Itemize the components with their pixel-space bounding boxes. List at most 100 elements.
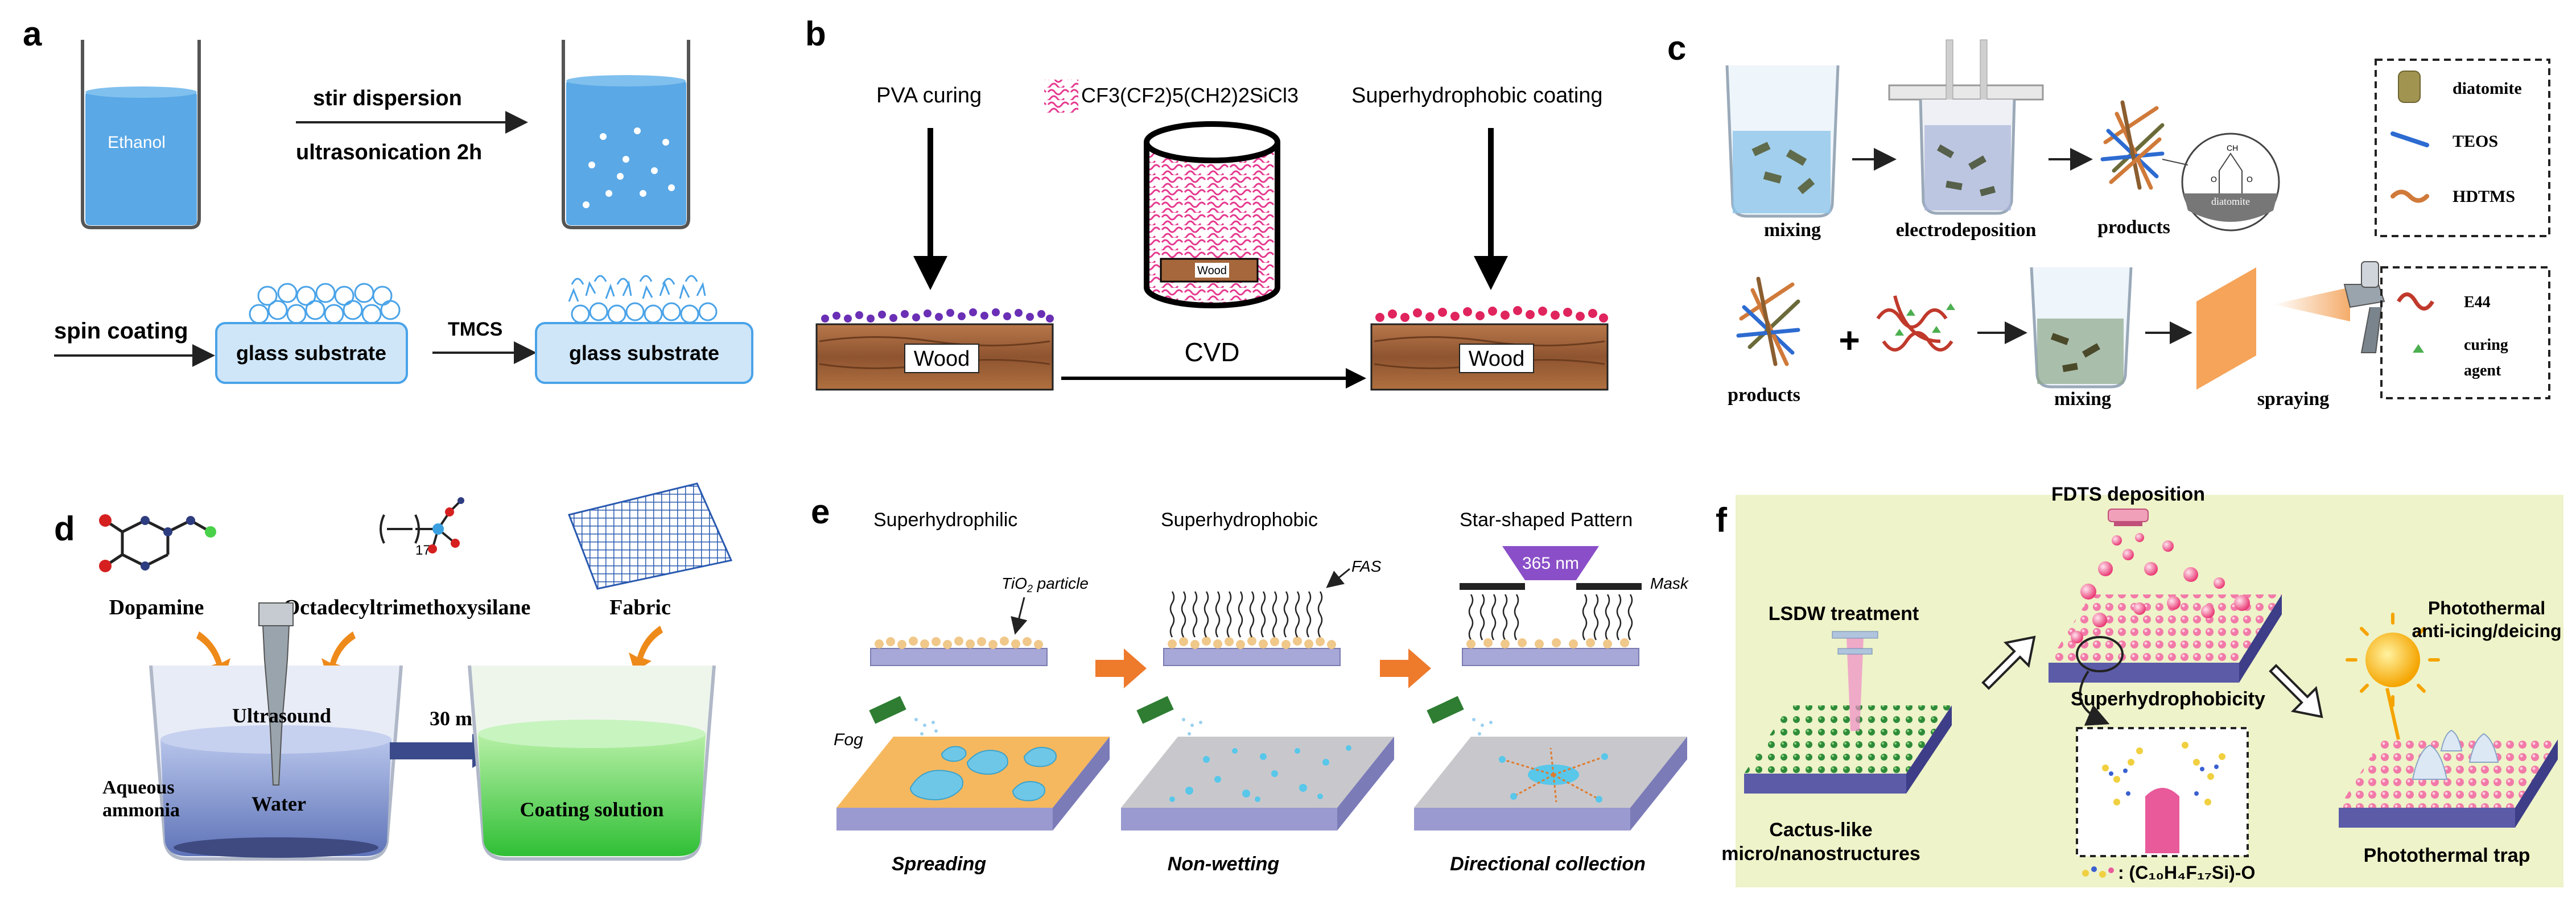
products-cluster-1 — [2100, 100, 2165, 190]
superhydrophobic-coating-label: Superhydrophobic coating — [1351, 84, 1603, 108]
non-wetting-label: Non-wetting — [1168, 853, 1280, 875]
plus-sign: + — [1839, 320, 1860, 361]
molecule-inset — [2076, 727, 2249, 857]
fdts-substrate — [2049, 533, 2282, 726]
svg-text:O: O — [2247, 175, 2253, 184]
coating-solution-label: Coating solution — [520, 798, 663, 821]
mixing-label-2: mixing — [2054, 389, 2111, 410]
e-substrate-2: FAS — [1163, 557, 1382, 666]
wood-label-cvd: Wood — [1197, 265, 1227, 277]
products-cluster-2 — [1736, 276, 1800, 366]
magnified-surface: CH O O diatomite — [2162, 133, 2280, 232]
time-arrow — [390, 734, 501, 768]
panel-f: f LSDW treatment Cactus-like micro/nanos… — [1716, 484, 2563, 887]
ultrasound-label: Ultrasound — [232, 704, 331, 727]
svg-text:CH: CH — [2227, 143, 2238, 152]
legend-box-1: diatomite TEOS HDTMS — [2375, 59, 2550, 237]
cactus-label-2: micro/nanostructures — [1721, 843, 1920, 865]
panel-letter-d: d — [54, 510, 75, 548]
formula-icon — [2082, 866, 2114, 878]
photothermal-substrate — [2339, 729, 2558, 828]
panel-letter-e: e — [811, 493, 830, 531]
formula-label: : (C₁₀H₄F₁₇Si)-O — [2118, 862, 2255, 883]
directional-collection-label: Directional collection — [1450, 853, 1646, 875]
ultrasonication-label: ultrasonication 2h — [296, 141, 482, 164]
superhydrophilic-title: Superhydrophilic — [873, 509, 1017, 531]
ethanol-label: Ethanol — [108, 133, 166, 152]
wood-block-right: Wood — [1370, 306, 1609, 391]
f-hollow-arrow-2 — [2269, 664, 2323, 718]
cactus-substrate — [1744, 631, 1952, 794]
wood-block-left: Wood — [815, 308, 1054, 391]
cvd-chamber: Wood — [1144, 121, 1280, 308]
silane-label: Octadecyltrimethoxysilane — [283, 596, 531, 619]
panel-letter-b: b — [805, 15, 826, 53]
photothermal-label-1: Photothermal — [2428, 598, 2545, 618]
silane-molecule: 17 — [380, 497, 464, 558]
e-orange-arrows — [1095, 648, 1431, 688]
panel-b: b PVA curing CF3(CF2)5(CH2)2SiCl3 Superh… — [805, 15, 1609, 391]
panel-c: c mixing — [1667, 29, 2550, 410]
ethanol-beaker: Ethanol — [81, 40, 201, 229]
spraying-label: spraying — [2257, 389, 2330, 410]
reagent-formula: CF3(CF2)5(CH2)2SiCl3 — [1081, 84, 1299, 107]
dispersion-beaker — [562, 40, 690, 229]
dopamine-label: Dopamine — [109, 596, 204, 619]
glass-substrate-label-1: glass substrate — [236, 341, 386, 365]
legend-diatomite: diatomite — [2453, 79, 2522, 98]
svg-text:O: O — [2211, 175, 2217, 184]
e-substrate-1: TiO2 particle — [870, 575, 1089, 666]
magnifier-ring — [2076, 636, 2124, 672]
electrodeposition-label: electrodeposition — [1896, 220, 2037, 241]
tio2-label: TiO2 particle — [1001, 575, 1089, 594]
panel-d: d Dopamine 17 — [54, 482, 733, 861]
e-slab-directional — [1414, 696, 1687, 831]
coating-beaker — [468, 665, 716, 861]
wood-label-left: Wood — [914, 347, 970, 371]
ammonia-label-1: Aqueous — [102, 777, 175, 798]
legend-e44: E44 — [2464, 294, 2491, 311]
fas-label: FAS — [1351, 557, 1382, 575]
fdts-label: FDTS deposition — [2051, 484, 2205, 505]
panel-letter-a: a — [23, 15, 42, 53]
fabric-label: Fabric — [609, 596, 671, 619]
panel-a: a Ethanol stir dispersion ultrasonicatio… — [23, 15, 753, 384]
spreading-label: Spreading — [892, 853, 986, 875]
products-label-1: products — [2097, 217, 2170, 238]
products-label-2: products — [1728, 385, 1800, 406]
ammonia-label-2: ammonia — [102, 800, 180, 821]
legend-box-2: E44 curing agent — [2380, 266, 2550, 399]
legend-agent: agent — [2464, 362, 2501, 379]
sun-icon — [2346, 613, 2440, 740]
superhydrophobicity-label: Superhydrophobicity — [2071, 688, 2265, 710]
superhydrophobic-title: Superhydrophobic — [1161, 509, 1318, 531]
photothermal-trap-label: Photothermal trap — [2364, 845, 2530, 866]
uv-wavelength: 365 nm — [1522, 554, 1579, 573]
cvd-label: CVD — [1184, 337, 1239, 367]
electrodeposition-cell — [1888, 39, 2044, 215]
legend-curing: curing — [2464, 336, 2508, 354]
e-slab-nonwetting — [1121, 696, 1394, 831]
e-substrate-3: 365 nm Mask — [1460, 546, 1689, 666]
e44-curing-mix — [1876, 295, 1955, 352]
laser-beam — [1832, 631, 1878, 731]
dopamine-molecule — [104, 519, 212, 568]
mixing-beaker-1 — [1725, 65, 1840, 218]
glass-substrate-label-2: glass substrate — [569, 341, 719, 365]
ultrasound-beaker — [149, 602, 403, 861]
spin-coating-label: spin coating — [54, 319, 188, 344]
photothermal-label-2: anti-icing/deicing — [2412, 621, 2561, 641]
wood-label-right: Wood — [1469, 347, 1525, 371]
e-slab-spreading: Fog — [834, 696, 1110, 831]
panel-e: e Superhydrophilic Superhydrophobic Star… — [811, 493, 1689, 875]
spraying-setup — [2196, 261, 2385, 390]
panel-letter-c: c — [1667, 29, 1686, 67]
glass-substrate-1: glass substrate — [215, 283, 408, 384]
diatomite-small-label: diatomite — [2211, 196, 2250, 207]
star-pattern-title: Star-shaped Pattern — [1460, 509, 1633, 531]
fog-label: Fog — [834, 730, 863, 749]
tmcs-label: TMCS — [448, 319, 502, 340]
mixing-label-1: mixing — [1764, 220, 1821, 241]
lsdw-label: LSDW treatment — [1769, 603, 1919, 625]
cactus-label-1: Cactus-like — [1769, 819, 1872, 841]
